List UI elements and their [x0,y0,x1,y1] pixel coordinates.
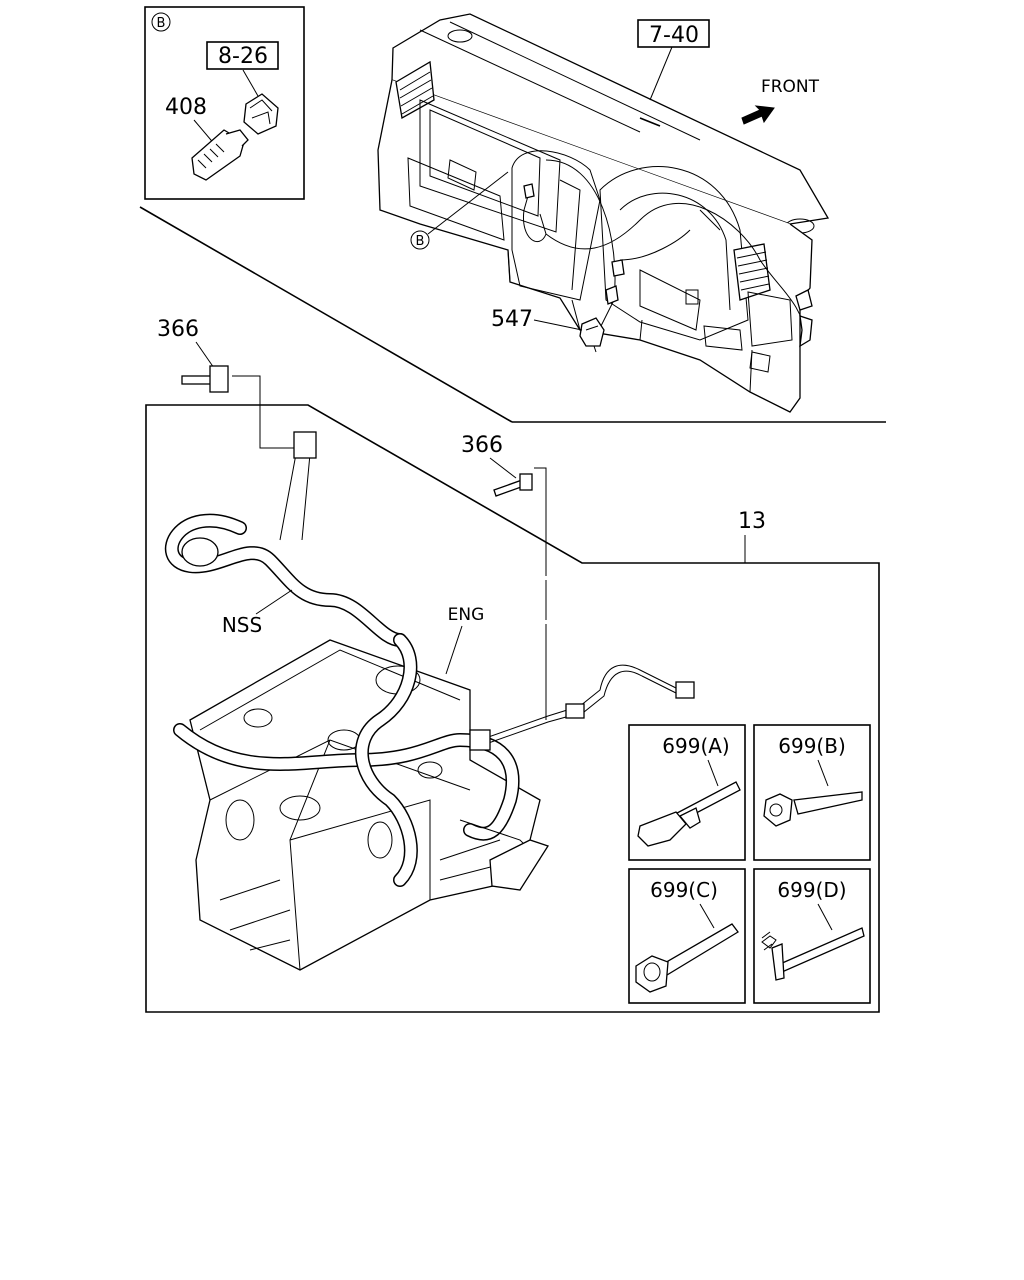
part-366-upper-label: 366 [157,317,199,342]
part-408-label: 408 [165,95,207,120]
right-vent-icon [733,243,771,301]
dashboard-b-marker: B [416,234,425,249]
bolt-366-middle-icon [493,473,533,497]
detail-b-inset: B 8-26 408 [144,6,305,200]
eng-label: ENG [448,605,485,625]
front-direction-label: FRONT [761,77,820,97]
part-547-label: 547 [491,307,533,332]
clip-inset-a: 699(A) [628,724,746,861]
clip-inset-b-label: 699(B) [778,734,846,758]
eng-leader [445,625,463,675]
nss-leader [255,589,293,615]
bolt-366-upper-icon [181,365,229,393]
clip-inset-b-frame [753,724,871,861]
clip-d-icon [761,927,865,981]
connector-408-icon [191,129,249,181]
clip-inset-a-frame [628,724,746,861]
clip-inset-b: 699(B) [753,724,871,861]
nss-label: NSS [222,613,262,637]
clip-inset-d-frame [753,868,871,1004]
clip-inset-a-label: 699(A) [662,734,729,758]
part-366-upper-leader [195,341,215,369]
bolt-366-middle-callout-line [534,467,547,720]
dashboard-harness [523,159,809,341]
part-547-leader [533,319,583,331]
nss-hose-assembly [164,431,407,647]
engine-block-outline [189,639,541,971]
dashboard-illustration [377,13,830,413]
ref-7-40-box [637,19,710,48]
section-divider-line [139,206,513,423]
bolt-366-upper-callout-line [232,375,298,449]
clip-a-icon [637,781,741,847]
ref-8-26-leader [242,69,259,97]
clip-inset-c: 699(C) [628,868,746,1004]
part-547-icon [579,317,605,353]
glovebox-outline [419,99,561,233]
front-arrow-icon [741,105,775,125]
socket-part-icon [243,93,279,135]
engine-harness-lead [479,664,681,741]
engine-block-illustration [173,633,695,971]
part-366-middle-leader [489,457,517,479]
harness-13-label: 13 [738,509,766,534]
clip-inset-c-frame [628,868,746,1004]
ref-7-40-label: 7-40 [649,23,699,48]
ref-7-40-leader [649,46,673,101]
center-stack-outline [511,150,601,301]
clip-c-icon [635,923,739,993]
nss-connector-icon [293,431,317,459]
clip-b-icon [763,791,863,827]
part-366-middle-label: 366 [461,433,503,458]
ref-8-26-box [206,41,279,70]
clip-inset-d: 699(D) [753,868,871,1004]
engine-section-frame [145,404,880,1013]
detail-b-frame [144,6,305,200]
left-vent-icon [395,60,435,120]
cluster-hood [599,166,749,341]
clip-inset-d-label: 699(D) [777,878,846,902]
dashboard-b-leader [427,171,509,235]
detail-b-marker: B [157,16,166,31]
dashboard-b-marker-circle [410,230,430,250]
ref-8-26-label: 8-26 [218,44,268,69]
harness-end-connector-icon [675,681,695,699]
detail-b-marker-circle [151,12,171,32]
clip-inset-c-label: 699(C) [650,878,718,902]
